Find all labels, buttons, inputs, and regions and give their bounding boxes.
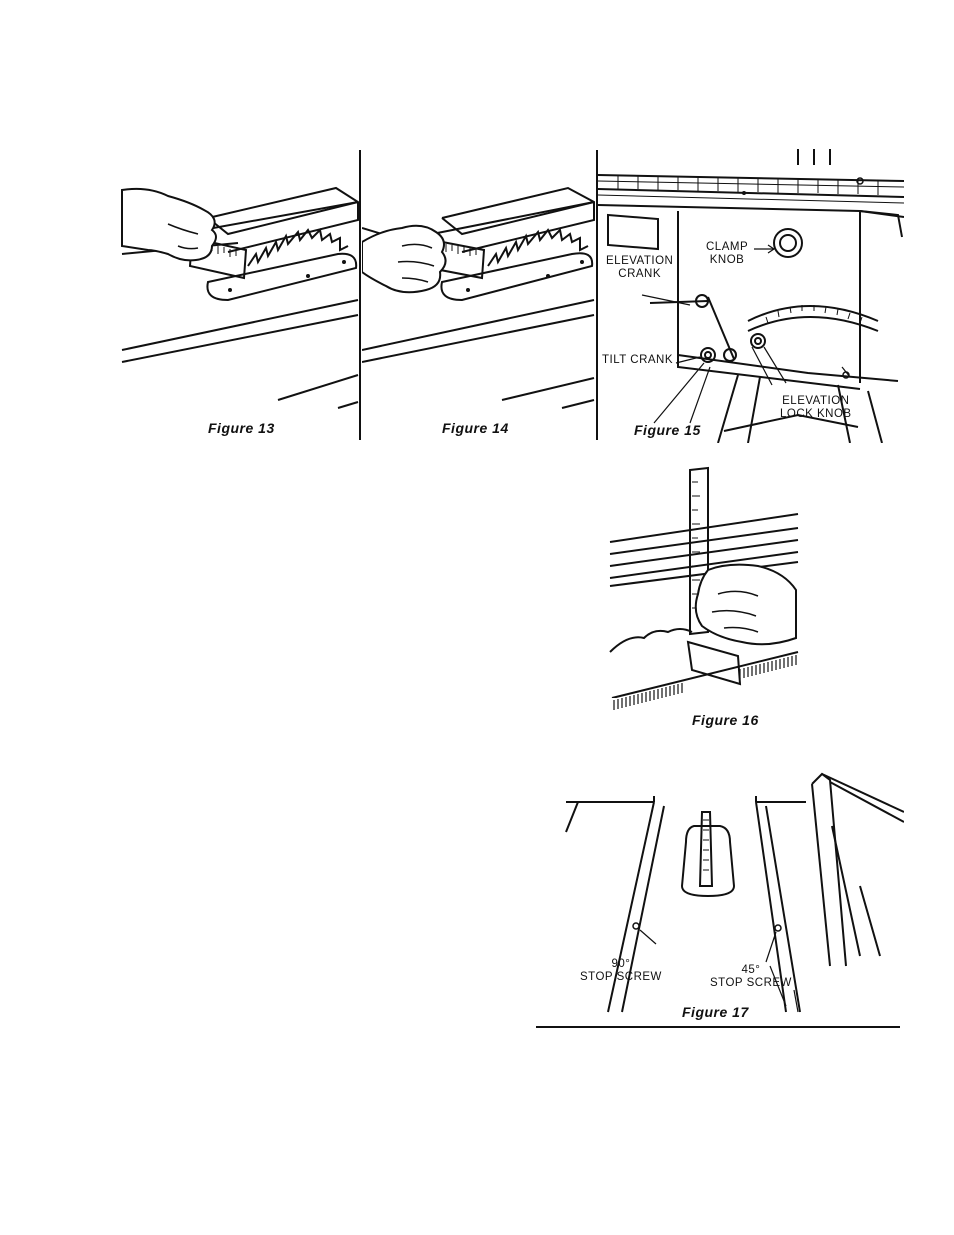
stop-screw-90-label: 90° STOP SCREW — [580, 958, 662, 984]
clamp-knob-label: CLAMP KNOB — [706, 241, 748, 267]
elevation-crank-label: ELEVATION CRANK — [606, 255, 673, 281]
figure-13-caption: Figure 13 — [208, 420, 275, 436]
figure-14-panel: Figure 14 — [362, 150, 596, 442]
figure-17-panel: 90° STOP SCREW 45° STOP SCREW Figure 17 — [560, 766, 904, 1022]
figure-13-illustration — [108, 150, 360, 442]
figure-14-illustration — [362, 150, 596, 442]
figure-15-panel: CLAMP KNOB ELEVATION CRANK TILT CRANK EL… — [598, 145, 904, 443]
stop-screw-45-label: 45° STOP SCREW — [710, 964, 792, 990]
figure-17-caption: Figure 17 — [682, 1004, 749, 1020]
tilt-crank-label: TILT CRANK — [602, 354, 673, 367]
figure-15-caption: Figure 15 — [634, 422, 701, 438]
figure-16-illustration — [608, 462, 804, 738]
elevation-lock-knob-label: ELEVATION LOCK KNOB — [780, 395, 852, 421]
figure-16-caption: Figure 16 — [692, 712, 759, 728]
figure-14-caption: Figure 14 — [442, 420, 509, 436]
figure-16-panel: Figure 16 — [608, 462, 804, 738]
figure-divider-left — [359, 150, 361, 440]
figure-13-panel: Figure 13 — [108, 150, 360, 442]
figure-17-bottom-rule — [536, 1026, 900, 1028]
figure-15-illustration — [598, 145, 904, 443]
